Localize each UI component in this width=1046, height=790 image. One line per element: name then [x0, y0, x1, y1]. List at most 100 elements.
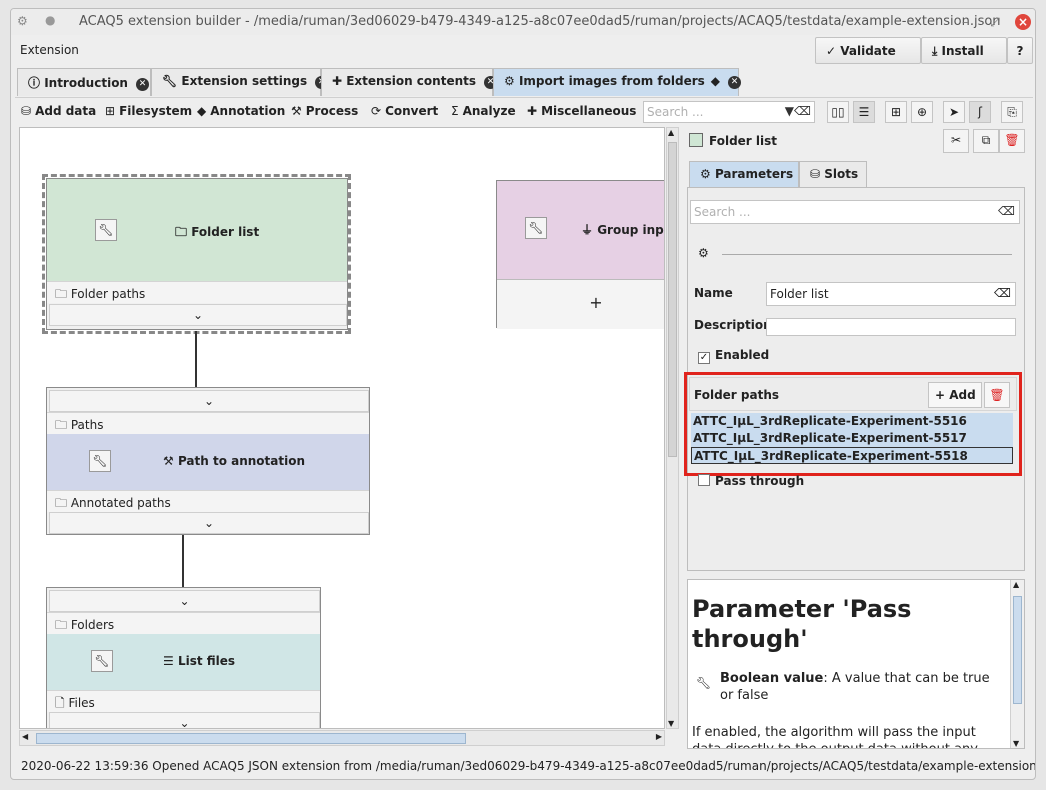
scroll-thumb[interactable] — [1013, 596, 1022, 704]
tab-label: Parameters — [714, 167, 794, 181]
node-path-to-annotation[interactable]: ⌄ 🗀 Paths 🔧︎ ⚒ Path to annotation 🗀 Anno… — [46, 387, 370, 535]
select-tool-button[interactable]: ➤ — [943, 101, 965, 123]
maximize-button[interactable]: ⤢ — [990, 15, 1000, 29]
folder-icon: 🗀 — [175, 225, 192, 239]
pin-icon[interactable]: ● — [45, 13, 56, 27]
canvas-vertical-scrollbar[interactable]: ▲ ▼ — [666, 127, 679, 729]
scroll-down-icon[interactable]: ▼ — [668, 719, 675, 728]
node-title: Folder list — [191, 225, 260, 239]
tab-extension-contents[interactable]: ✚ Extension contents✕ — [321, 68, 498, 96]
wrench-icon[interactable]: 🔧︎ — [95, 219, 117, 241]
add-button[interactable]: + Add — [928, 382, 982, 408]
minimize-button[interactable]: – — [962, 15, 968, 29]
miscellaneous-menu[interactable]: ✚Miscellaneous — [527, 104, 636, 118]
title-bar: ⚙ ● ACAQ5 extension builder - /media/rum… — [11, 9, 1035, 35]
export-button[interactable]: ⎘ — [1001, 101, 1023, 123]
wrench-icon[interactable]: 🔧︎ — [89, 450, 111, 472]
remove-button[interactable]: 🗑︎ — [984, 382, 1010, 408]
input-slot[interactable]: 🗀 Paths — [47, 412, 369, 434]
output-slot[interactable]: 🗋 Files — [47, 690, 320, 712]
help-button[interactable]: ? — [1007, 37, 1033, 64]
input-slot[interactable]: 🗀 Folders — [47, 612, 320, 634]
node-list-files[interactable]: ⌄ 🗀 Folders 🔧︎ ☰ List files 🗋 Files ⌄ — [46, 587, 321, 728]
dropdown-arrow-icon[interactable]: ▼ — [784, 104, 794, 118]
slot-label: Paths — [70, 418, 104, 432]
tab-import-images[interactable]: ⚙ Import images from folders◆✕ — [493, 68, 742, 96]
enabled-checkbox[interactable]: ✓Enabled — [698, 348, 769, 364]
copy-button[interactable]: ⧉ — [973, 129, 999, 153]
layout-rows-button[interactable]: ☰ — [853, 101, 875, 123]
add-data-menu[interactable]: ⛁Add data — [21, 104, 96, 118]
name-field[interactable]: Folder list ⌫ — [766, 282, 1016, 306]
delete-button[interactable]: 🗑︎ — [999, 129, 1025, 153]
menu-label: Miscellaneous — [541, 104, 637, 118]
tab-slots[interactable]: ⛁ Slots — [799, 161, 867, 187]
annotation-menu[interactable]: ◆Annotation — [197, 104, 285, 118]
scroll-thumb[interactable] — [36, 733, 466, 744]
tab-close-icon[interactable]: ✕ — [728, 76, 742, 89]
parameter-search-input[interactable]: Search ... ⌫ — [690, 200, 1020, 224]
layout-columns-button[interactable]: ▯▯ — [827, 101, 849, 123]
gear-icon: ⚙ — [698, 246, 709, 260]
chevron-down-icon[interactable]: ⌄ — [49, 590, 320, 612]
cut-button[interactable]: ✂ — [943, 129, 969, 153]
slot-label: Folder paths — [70, 287, 146, 301]
tab-label: Extension contents — [346, 74, 477, 88]
process-menu[interactable]: ⚒Process — [291, 104, 358, 118]
close-button[interactable]: × — [1015, 14, 1031, 30]
scroll-up-icon[interactable]: ▲ — [1013, 580, 1020, 589]
help-type: Boolean value: A value that can be true … — [720, 670, 994, 704]
puzzle-icon: ✚ — [527, 104, 538, 118]
extension-menu[interactable]: Extension — [20, 43, 79, 57]
add-slot-button[interactable]: + — [497, 279, 664, 329]
search-placeholder: Search ... — [694, 205, 751, 219]
pass-through-checkbox[interactable]: Pass through — [698, 474, 804, 488]
clear-icon[interactable]: ⌫ — [794, 104, 811, 118]
tab-parameters[interactable]: ⚙ Parameters — [689, 161, 799, 187]
filesystem-menu[interactable]: ⊞Filesystem — [105, 104, 192, 118]
convert-menu[interactable]: ⟳Convert — [371, 104, 438, 118]
install-button[interactable]: ⤓ Install — [921, 37, 1007, 64]
node-title: Path to annotation — [177, 454, 306, 468]
canvas-horizontal-scrollbar[interactable]: ◀ ▶ — [19, 730, 665, 746]
chevron-down-icon[interactable]: ⌄ — [49, 304, 347, 326]
connect-tool-button[interactable]: ʃ — [969, 101, 991, 123]
scroll-thumb[interactable] — [668, 142, 677, 457]
validate-button[interactable]: ✓ Validate — [815, 37, 921, 64]
chevron-down-icon[interactable]: ⌄ — [49, 512, 369, 534]
chevron-down-icon[interactable]: ⌄ — [49, 712, 320, 728]
algorithm-search-input[interactable]: Search ... ▼ ⌫ — [643, 101, 815, 123]
help-description: If enabled, the algorithm will pass the … — [692, 725, 978, 748]
add-icon: + — [589, 293, 603, 312]
node-folder-list[interactable]: 🔧︎ 🗀 Folder list 🗀 Folder paths ⌄ — [46, 178, 348, 330]
scroll-right-icon[interactable]: ▶ — [655, 732, 662, 741]
scroll-up-icon[interactable]: ▲ — [668, 128, 675, 137]
add-label: Add — [949, 388, 976, 402]
list-item[interactable]: ATTC_IµL_3rdReplicate-Experiment-5516 — [691, 413, 1013, 430]
chevron-down-icon[interactable]: ⌄ — [49, 390, 369, 412]
clear-icon[interactable]: ⌫ — [994, 286, 1011, 300]
list-item[interactable]: ATTC_IµL_3rdReplicate-Experiment-5517 — [691, 430, 1013, 447]
scroll-down-icon[interactable]: ▼ — [1013, 739, 1020, 748]
list-item[interactable]: ATTC_IµL_3rdReplicate-Experiment-5518 — [691, 447, 1013, 464]
tag-icon: ◆ — [197, 104, 207, 118]
wrench-icon[interactable]: 🔧︎ — [91, 650, 113, 672]
database-icon: ⛁ — [810, 167, 825, 181]
tab-extension-settings[interactable]: 🔧︎ Extension settings✕ — [151, 68, 329, 96]
magic-wand-icon: ⚒ — [291, 104, 302, 118]
node-group-input[interactable]: 🔧︎ ⏚ Group input + — [496, 180, 664, 329]
wrench-icon[interactable]: 🔧︎ — [525, 217, 547, 239]
output-slot[interactable]: 🗀 Annotated paths — [47, 490, 369, 512]
menu-label: Analyze — [462, 104, 516, 118]
scroll-left-icon[interactable]: ◀ — [22, 732, 29, 741]
tab-close-icon[interactable]: ✕ — [135, 78, 149, 91]
clear-icon[interactable]: ⌫ — [998, 204, 1015, 218]
help-scrollbar[interactable]: ▲ ▼ — [1010, 580, 1024, 748]
center-view-button[interactable]: ⊕ — [911, 101, 933, 123]
description-field[interactable] — [766, 318, 1016, 336]
output-slot[interactable]: 🗀 Folder paths — [47, 281, 347, 303]
tab-introduction[interactable]: ⓘ Introduction✕ — [17, 68, 151, 96]
graph-canvas[interactable]: 🔧︎ 🗀 Folder list 🗀 Folder paths ⌄ 🔧︎ ⏚ G… — [19, 127, 665, 729]
auto-layout-button[interactable]: ⊞ — [885, 101, 907, 123]
